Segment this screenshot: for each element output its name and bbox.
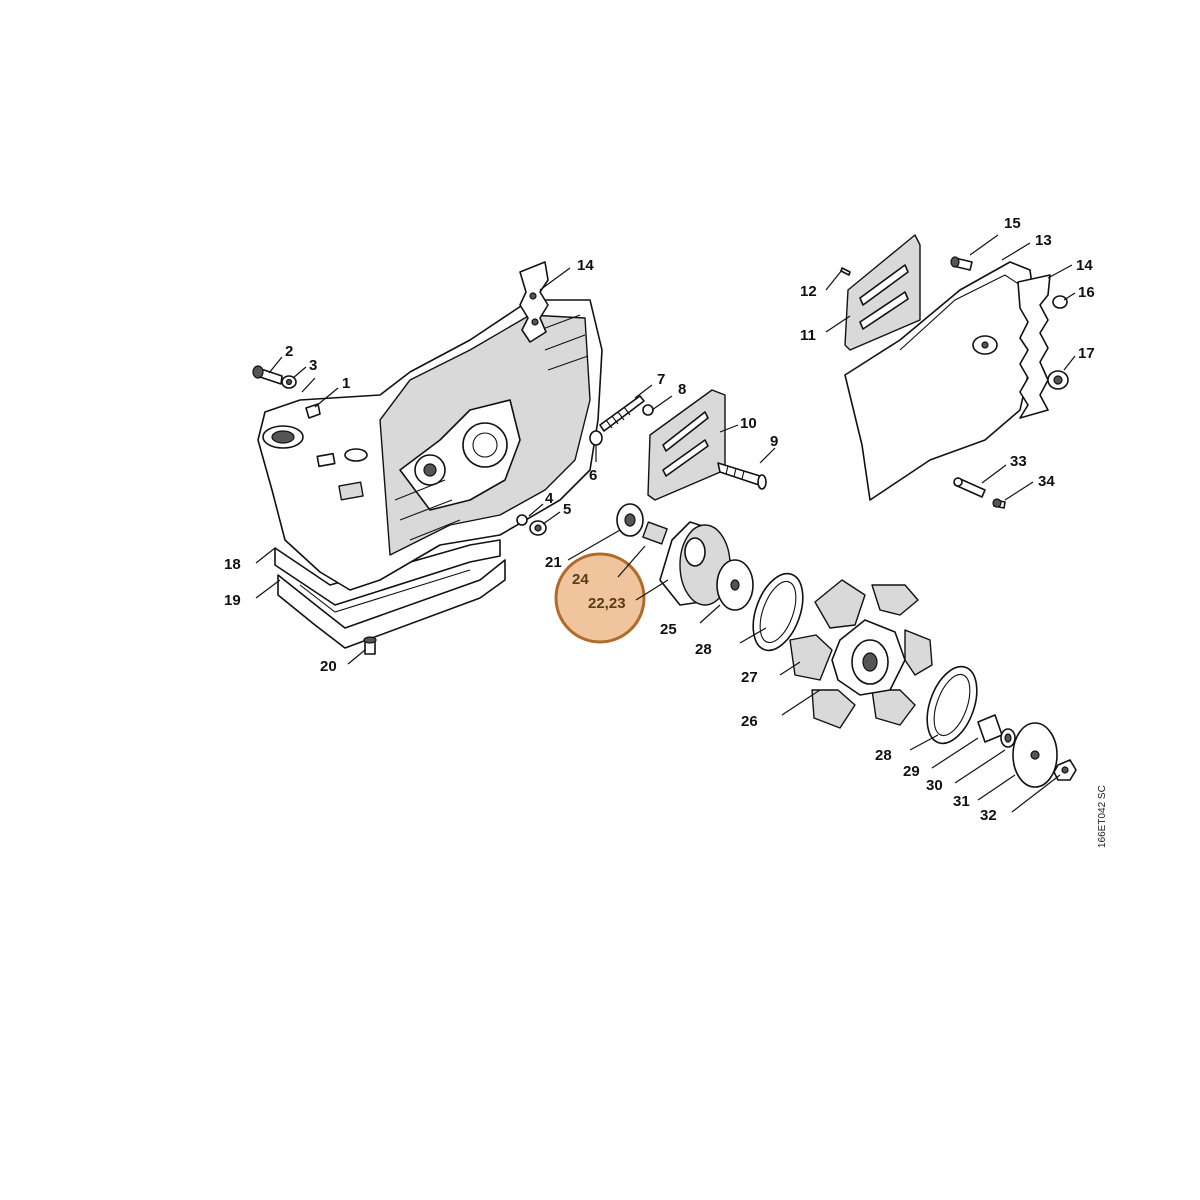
label-5: 5 <box>563 501 571 518</box>
label-11: 11 <box>800 327 816 344</box>
clutch-hub-and-shoes <box>789 579 933 729</box>
clutch-spring-ring-1 <box>752 572 804 652</box>
clutch-drum-assembly <box>616 503 754 611</box>
label-7: 7 <box>657 371 665 388</box>
label-28-a: 28 <box>695 641 712 658</box>
label-3: 3 <box>309 357 317 374</box>
label-19: 19 <box>224 592 241 609</box>
sleeve-washer-nut-set <box>977 714 1077 788</box>
label-33: 33 <box>1010 453 1027 470</box>
label-2: 2 <box>285 343 293 360</box>
label-10: 10 <box>740 415 757 432</box>
label-14-left: 14 <box>577 257 594 274</box>
label-15: 15 <box>1004 215 1021 232</box>
label-13: 13 <box>1035 232 1052 249</box>
label-14-right: 14 <box>1076 257 1093 274</box>
label-8: 8 <box>678 381 686 398</box>
label-21: 21 <box>545 554 562 571</box>
highlight-marker <box>554 552 646 644</box>
label-17: 17 <box>1078 345 1095 362</box>
label-24: 24 <box>572 571 589 588</box>
label-28-b: 28 <box>875 747 892 764</box>
crankcase-housing <box>257 261 603 649</box>
label-16: 16 <box>1078 284 1095 301</box>
label-9: 9 <box>770 433 778 450</box>
label-30: 30 <box>926 777 943 794</box>
label-31: 31 <box>953 793 970 810</box>
label-25: 25 <box>660 621 677 638</box>
reference-code: 166ET042 SC <box>1097 785 1108 848</box>
label-26: 26 <box>741 713 758 730</box>
label-1: 1 <box>342 375 350 392</box>
label-12: 12 <box>800 283 817 300</box>
label-18: 18 <box>224 556 241 573</box>
part-labels: 1 2 3 4 5 6 7 8 9 10 11 12 13 14 14 15 1… <box>224 215 1108 848</box>
label-4: 4 <box>545 490 554 507</box>
label-32: 32 <box>980 807 997 824</box>
label-34: 34 <box>1038 473 1055 490</box>
label-20: 20 <box>320 658 337 675</box>
small-parts-left <box>252 365 654 655</box>
side-cover-assembly <box>840 234 1069 509</box>
clutch-spring-ring-2 <box>926 665 978 745</box>
label-6: 6 <box>589 467 597 484</box>
label-29: 29 <box>903 763 920 780</box>
leader-lines <box>255 234 1076 813</box>
guide-plate-assembly <box>647 389 767 501</box>
label-27: 27 <box>741 669 758 686</box>
label-22-23: 22,23 <box>588 595 626 612</box>
